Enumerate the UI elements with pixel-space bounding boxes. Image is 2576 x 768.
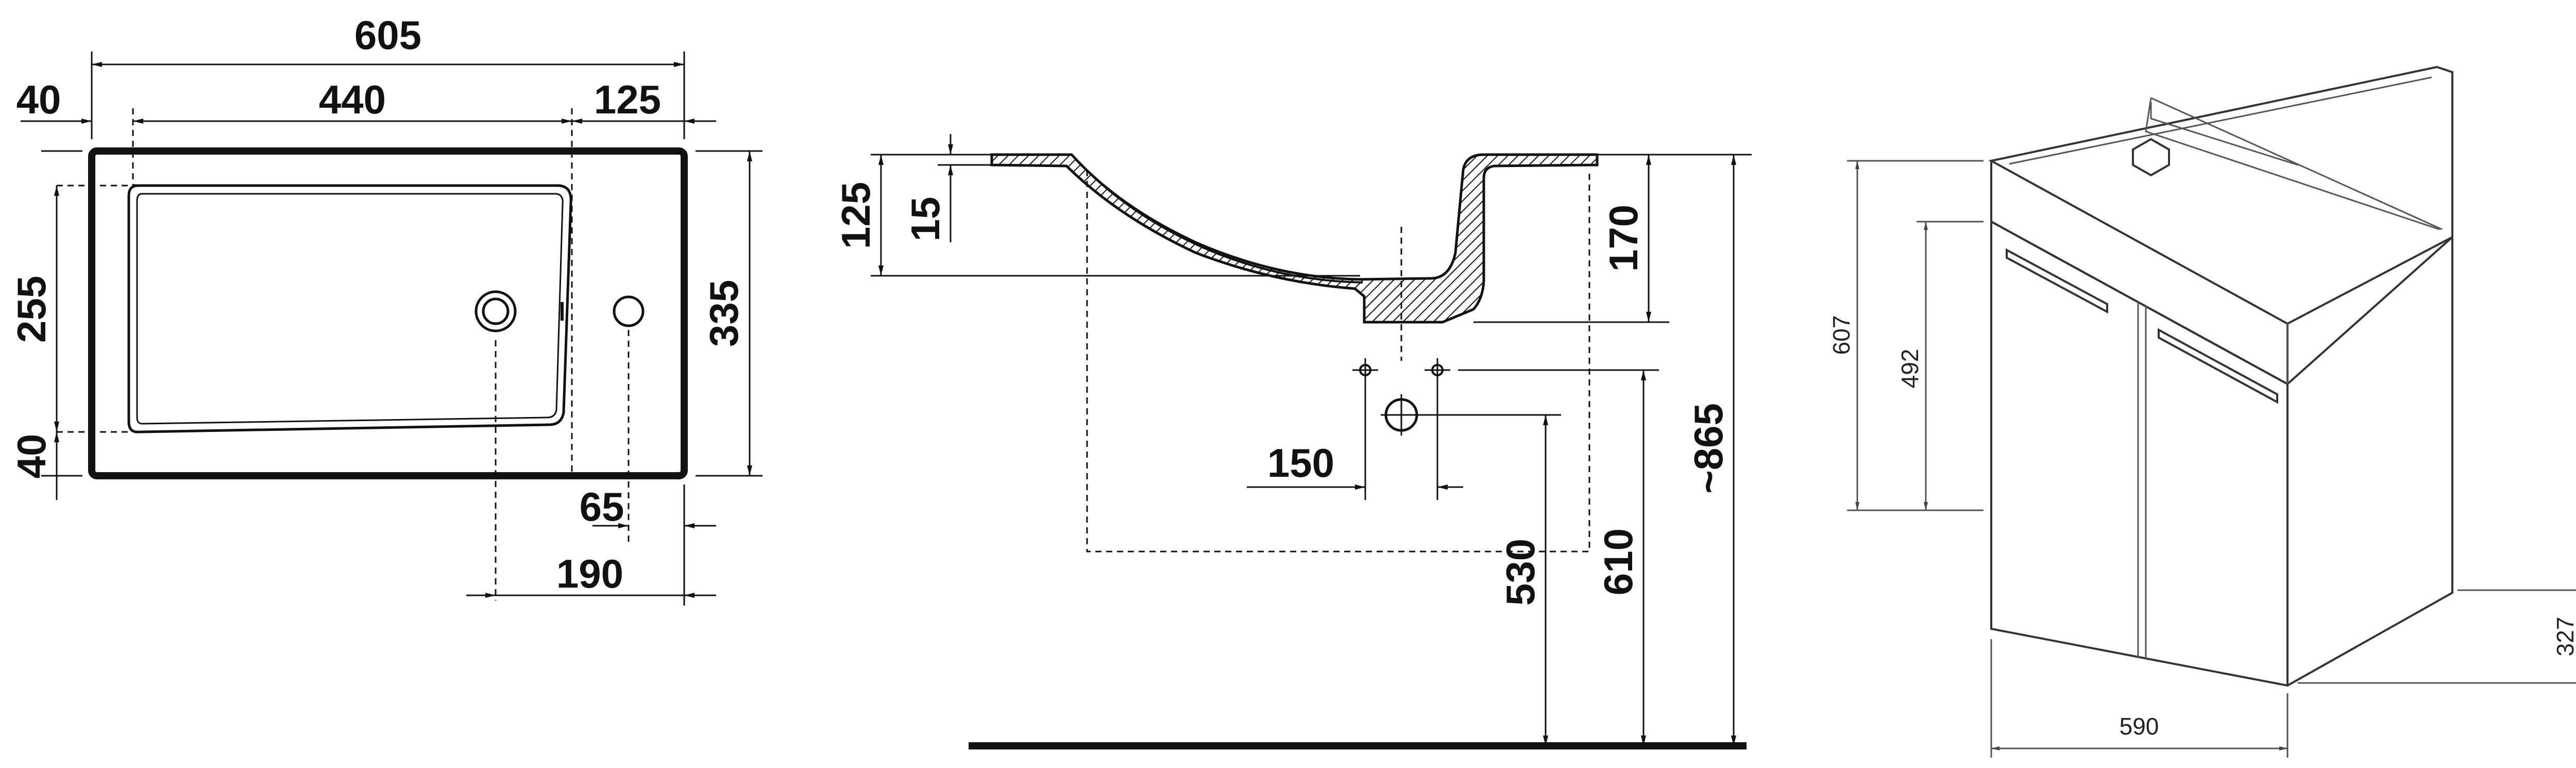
basin-outline [88, 147, 688, 479]
door-handle-left-icon [2006, 248, 2108, 314]
drain-icon [474, 290, 517, 332]
dim-605: 605 [354, 12, 421, 58]
dim-40-front: 40 [9, 434, 54, 479]
dim-440: 440 [319, 77, 386, 122]
basin-section [990, 153, 1599, 324]
cabinet-top [1988, 65, 2453, 325]
dim-590: 590 [2120, 713, 2159, 740]
cabinet-side [2286, 235, 2453, 687]
dim-65: 65 [580, 484, 624, 529]
bowl-inner-outline [136, 193, 564, 425]
hanging-bracket-icon [2132, 138, 2170, 177]
dim-610: 610 [1596, 528, 1641, 595]
dim-125: 125 [594, 77, 661, 122]
dim-327: 327 [2552, 617, 2576, 657]
dim-255: 255 [9, 276, 54, 343]
dim-190: 190 [556, 551, 623, 596]
dim-125-side: 125 [833, 182, 878, 249]
dim-15: 15 [903, 197, 948, 242]
top-view: 605 40 440 125 255 40 335 65 190 [9, 12, 762, 606]
cabinet-front [1990, 220, 2289, 687]
dim-530: 530 [1498, 539, 1543, 606]
dim-492: 492 [1896, 349, 1923, 389]
dim-150: 150 [1267, 440, 1334, 486]
cabinet-view: 607 492 590 327 [1828, 65, 2576, 758]
door-handle-right-icon [2158, 328, 2278, 404]
side-section-view: 125 15 170 150 530 610 ~865 [833, 134, 1752, 749]
overflow-slot [561, 302, 564, 321]
dim-40-left: 40 [16, 77, 61, 122]
tap-hole-icon [613, 295, 645, 327]
dim-170: 170 [1601, 205, 1646, 272]
dim-865: ~865 [1686, 403, 1731, 494]
dim-607: 607 [1828, 315, 1855, 355]
bowl-outline [127, 184, 572, 433]
dim-335: 335 [701, 280, 747, 347]
